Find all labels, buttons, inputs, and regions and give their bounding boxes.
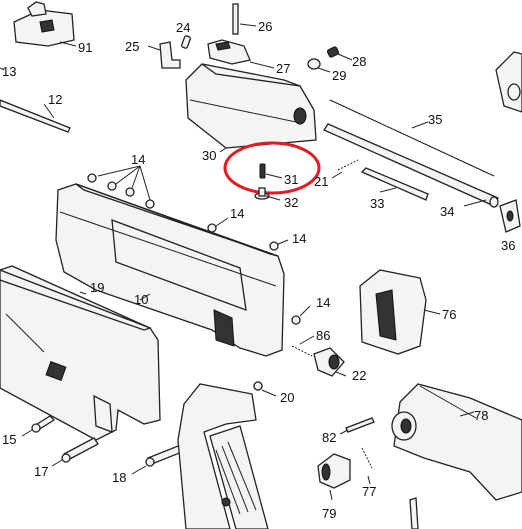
callout-30: 30 xyxy=(202,148,216,163)
part-86-spring xyxy=(291,335,315,357)
part-82-pin xyxy=(339,417,375,435)
callout-82: 82 xyxy=(322,430,336,445)
callout-76: 76 xyxy=(442,307,456,322)
highlight-circle-31 xyxy=(223,141,321,195)
part-34-guide-tube xyxy=(323,123,499,208)
callout-33: 33 xyxy=(370,196,384,211)
part-78-stock xyxy=(391,383,522,529)
callout-22: 22 xyxy=(352,368,366,383)
part-grip xyxy=(177,383,269,529)
callout-35: 35 xyxy=(428,112,442,127)
callout-36: 36 xyxy=(501,238,515,253)
part-22-knob xyxy=(313,347,347,377)
part-12-pin xyxy=(0,99,71,133)
part-28-spring xyxy=(326,46,353,61)
callout-19: 19 xyxy=(90,280,104,295)
callout-34: 34 xyxy=(440,204,454,219)
callout-28: 28 xyxy=(352,54,366,69)
callout-14b: 14 xyxy=(230,206,244,221)
callout-10: 10 xyxy=(134,292,148,307)
part-17-screw xyxy=(51,437,99,467)
part-27-latch xyxy=(207,39,275,69)
callout-79: 79 xyxy=(322,506,336,521)
callout-29: 29 xyxy=(332,68,346,83)
part-24-pin xyxy=(181,35,191,49)
callout-77: 77 xyxy=(362,484,376,499)
callout-12: 12 xyxy=(48,92,62,107)
callout-14c: 14 xyxy=(292,231,306,246)
part-79-knob xyxy=(317,453,351,501)
part-35-recoil-spring xyxy=(329,99,495,177)
callout-15: 15 xyxy=(2,432,16,447)
part-91-rear-sight xyxy=(13,1,77,47)
callout-32: 32 xyxy=(284,195,298,210)
callout-91: 91 xyxy=(78,40,92,55)
part-edge-right xyxy=(495,51,522,113)
callout-26: 26 xyxy=(258,19,272,34)
callout-31: 31 xyxy=(284,172,298,187)
callout-17: 17 xyxy=(34,464,48,479)
part-30-bolt-carrier xyxy=(185,63,317,153)
part-76-block xyxy=(359,269,441,355)
callout-labels: 91 24 26 25 27 28 29 13 12 35 30 14 31 2… xyxy=(2,19,515,521)
part-15-screw xyxy=(21,415,56,437)
part-33-firing-pin xyxy=(360,167,429,201)
callout-14a: 14 xyxy=(131,152,145,167)
callout-14d: 14 xyxy=(316,295,330,310)
callout-78: 78 xyxy=(474,408,488,423)
part-31-pin xyxy=(259,163,283,179)
part-21-spring xyxy=(331,159,359,179)
part-10-receiver xyxy=(55,183,285,357)
part-26-rod xyxy=(232,3,257,35)
part-32-screw xyxy=(254,187,281,201)
part-19-lower-frame xyxy=(0,265,161,441)
part-14-screws xyxy=(87,165,311,397)
callout-24: 24 xyxy=(176,20,190,35)
callout-18: 18 xyxy=(112,470,126,485)
part-25-block xyxy=(147,41,181,69)
part-20-screw xyxy=(253,381,263,391)
part-77-spring xyxy=(361,447,373,485)
part-18-screw xyxy=(131,445,183,475)
callout-13: 13 xyxy=(2,64,16,79)
part-36-block xyxy=(499,199,521,233)
callout-21: 21 xyxy=(314,174,328,189)
part-13 xyxy=(0,67,5,71)
callout-20: 20 xyxy=(280,390,294,405)
callout-27: 27 xyxy=(276,61,290,76)
callout-86: 86 xyxy=(316,328,330,343)
callout-25: 25 xyxy=(125,39,139,54)
part-29-plunger xyxy=(307,58,331,73)
